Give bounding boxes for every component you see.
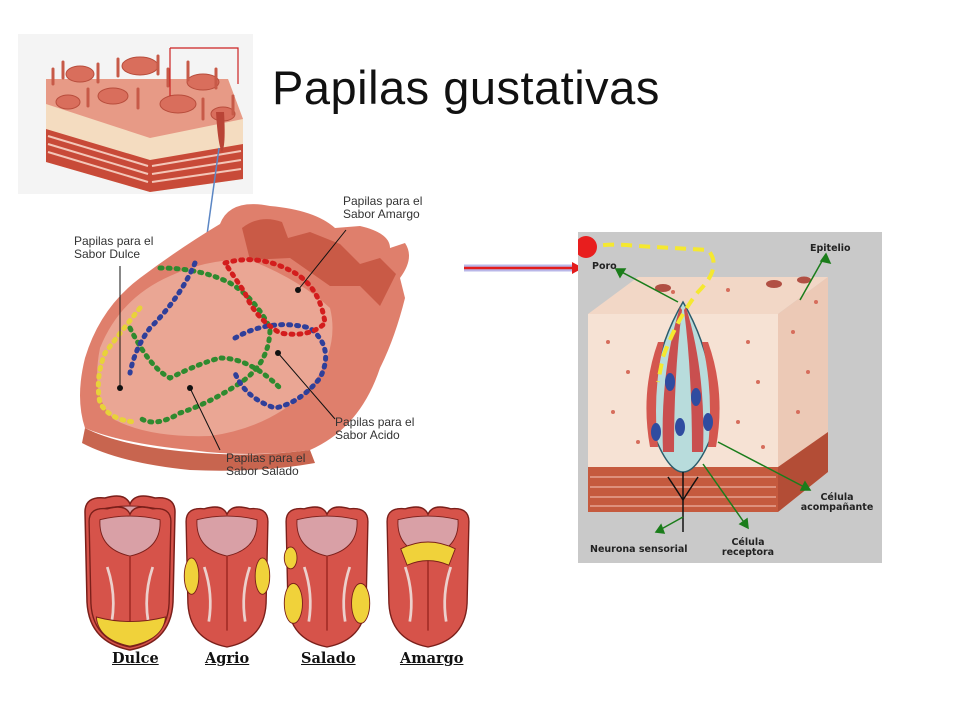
- label-celula-acompanante: Célula acompañante: [800, 492, 874, 513]
- label-poro: Poro: [592, 261, 617, 272]
- label-sabor-dulce: Papilas para el Sabor Dulce: [74, 234, 154, 261]
- tissue-section-illustration: [18, 34, 253, 194]
- tongue-dulce: [88, 506, 172, 648]
- tongue-amargo: [386, 506, 470, 648]
- label-sabor-amargo: Papilas para el Sabor Amargo: [343, 194, 423, 221]
- tongue-label-amargo: Amargo: [400, 650, 464, 667]
- tongue-label-salado: Salado: [301, 650, 356, 667]
- label-celula-receptora: Célula receptora: [721, 537, 775, 558]
- label-epitelio: Epitelio: [810, 243, 851, 254]
- tongue-label-dulce: Dulce: [112, 650, 159, 667]
- red-pointer-arrow: [464, 262, 583, 274]
- tongue-salado: [283, 506, 371, 648]
- label-sabor-salado: Papilas para el Sabor Salado: [226, 451, 306, 478]
- slide-title: Papilas gustativas: [272, 61, 660, 114]
- label-neurona-sensorial: Neurona sensorial: [590, 544, 688, 555]
- taste-bud-diagram: [578, 232, 882, 563]
- label-sabor-acido: Papilas para el Sabor Acido: [335, 415, 415, 442]
- tongue-agrio: [183, 506, 271, 648]
- tongue-taste-map: [80, 204, 409, 471]
- tongue-label-agrio: Agrio: [205, 650, 250, 667]
